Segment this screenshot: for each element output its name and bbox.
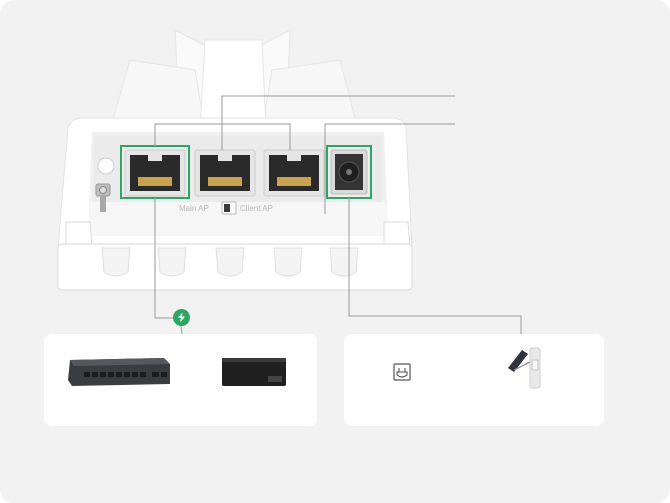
dc-power-jack xyxy=(330,149,368,195)
switch-label-client-ap: Client AP xyxy=(240,204,273,213)
poe-switch-icon xyxy=(68,358,170,386)
poe-injector-icon xyxy=(222,358,286,386)
ethernet-port-1 xyxy=(124,149,186,197)
power-sources-card xyxy=(344,334,604,426)
solar-panel-icon xyxy=(508,347,541,389)
antenna-fins xyxy=(109,29,359,131)
cable-slots xyxy=(101,247,359,277)
poe-sources-card xyxy=(44,334,317,426)
mode-switch xyxy=(221,201,237,215)
poe-badge xyxy=(173,309,190,326)
callout-lines xyxy=(154,95,522,335)
power-adapter-icon xyxy=(393,363,411,381)
ethernet-port-2 xyxy=(194,149,256,197)
ethernet-port-3 xyxy=(263,149,325,197)
ground-screw xyxy=(95,183,111,212)
cavity-floor xyxy=(88,202,388,236)
lightning-bolt-icon xyxy=(178,312,185,323)
reset-button xyxy=(97,157,115,175)
switch-label-main-ap: Main AP xyxy=(179,204,209,213)
